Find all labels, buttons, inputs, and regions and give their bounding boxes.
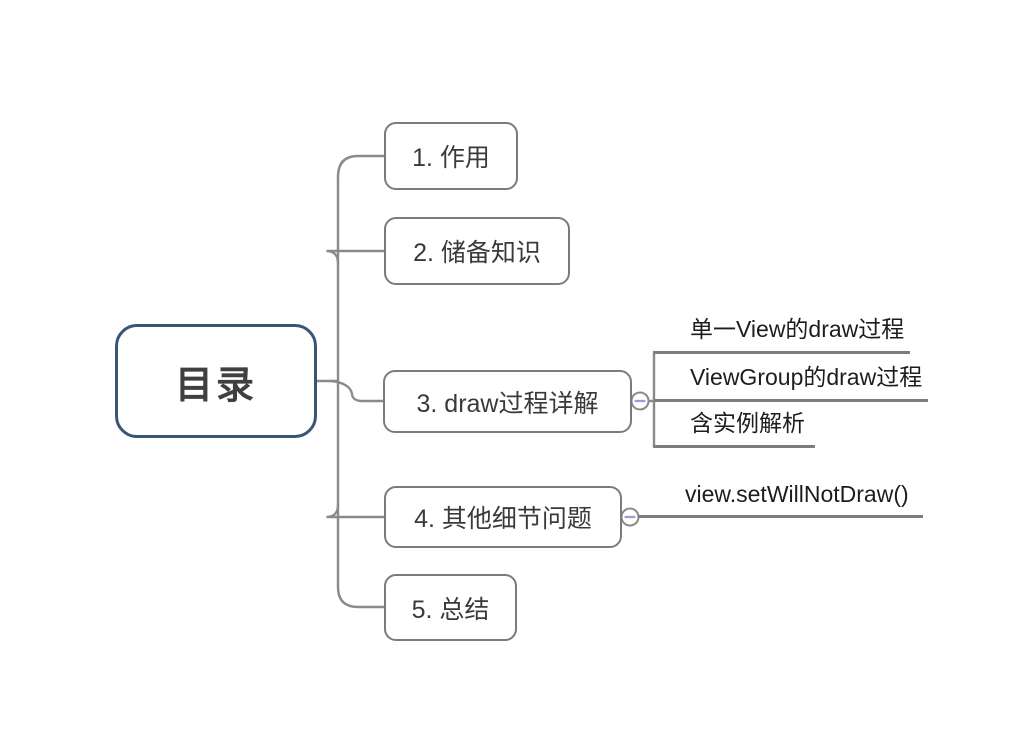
branch-node-2[interactable]: 2. 储备知识 bbox=[384, 217, 570, 285]
collapse-button-branch-3[interactable] bbox=[630, 391, 650, 411]
collapse-button-branch-4[interactable] bbox=[620, 507, 640, 527]
branch-node-3[interactable]: 3. draw过程详解 bbox=[383, 370, 632, 433]
leaf-label: view.setWillNotDraw() bbox=[685, 481, 909, 507]
leaf-node-branch3-child-3[interactable]: 含实例解析 bbox=[654, 404, 815, 448]
leaf-label: 单一View的draw过程 bbox=[690, 316, 905, 342]
root-node-topic[interactable]: 目录 bbox=[115, 324, 317, 438]
connector-branch-4 bbox=[326, 503, 386, 519]
leaf-node-branch4-child-1[interactable]: view.setWillNotDraw() bbox=[638, 474, 923, 518]
leaf-label: ViewGroup的draw过程 bbox=[690, 364, 923, 390]
branch-node-1[interactable]: 1. 作用 bbox=[384, 122, 518, 190]
connector-branch-2 bbox=[326, 249, 386, 265]
leaf-node-branch3-child-2[interactable]: ViewGroup的draw过程 bbox=[654, 358, 928, 402]
connector-branch-5 bbox=[336, 585, 386, 609]
leaf-label: 含实例解析 bbox=[690, 410, 805, 436]
leaf-node-branch3-child-1[interactable]: 单一View的draw过程 bbox=[654, 310, 910, 354]
connector-branch-1 bbox=[336, 154, 386, 179]
branch-node-4[interactable]: 4. 其他细节问题 bbox=[384, 486, 622, 548]
connector-branch-3 bbox=[329, 379, 385, 403]
branch-node-5[interactable]: 5. 总结 bbox=[384, 574, 517, 641]
